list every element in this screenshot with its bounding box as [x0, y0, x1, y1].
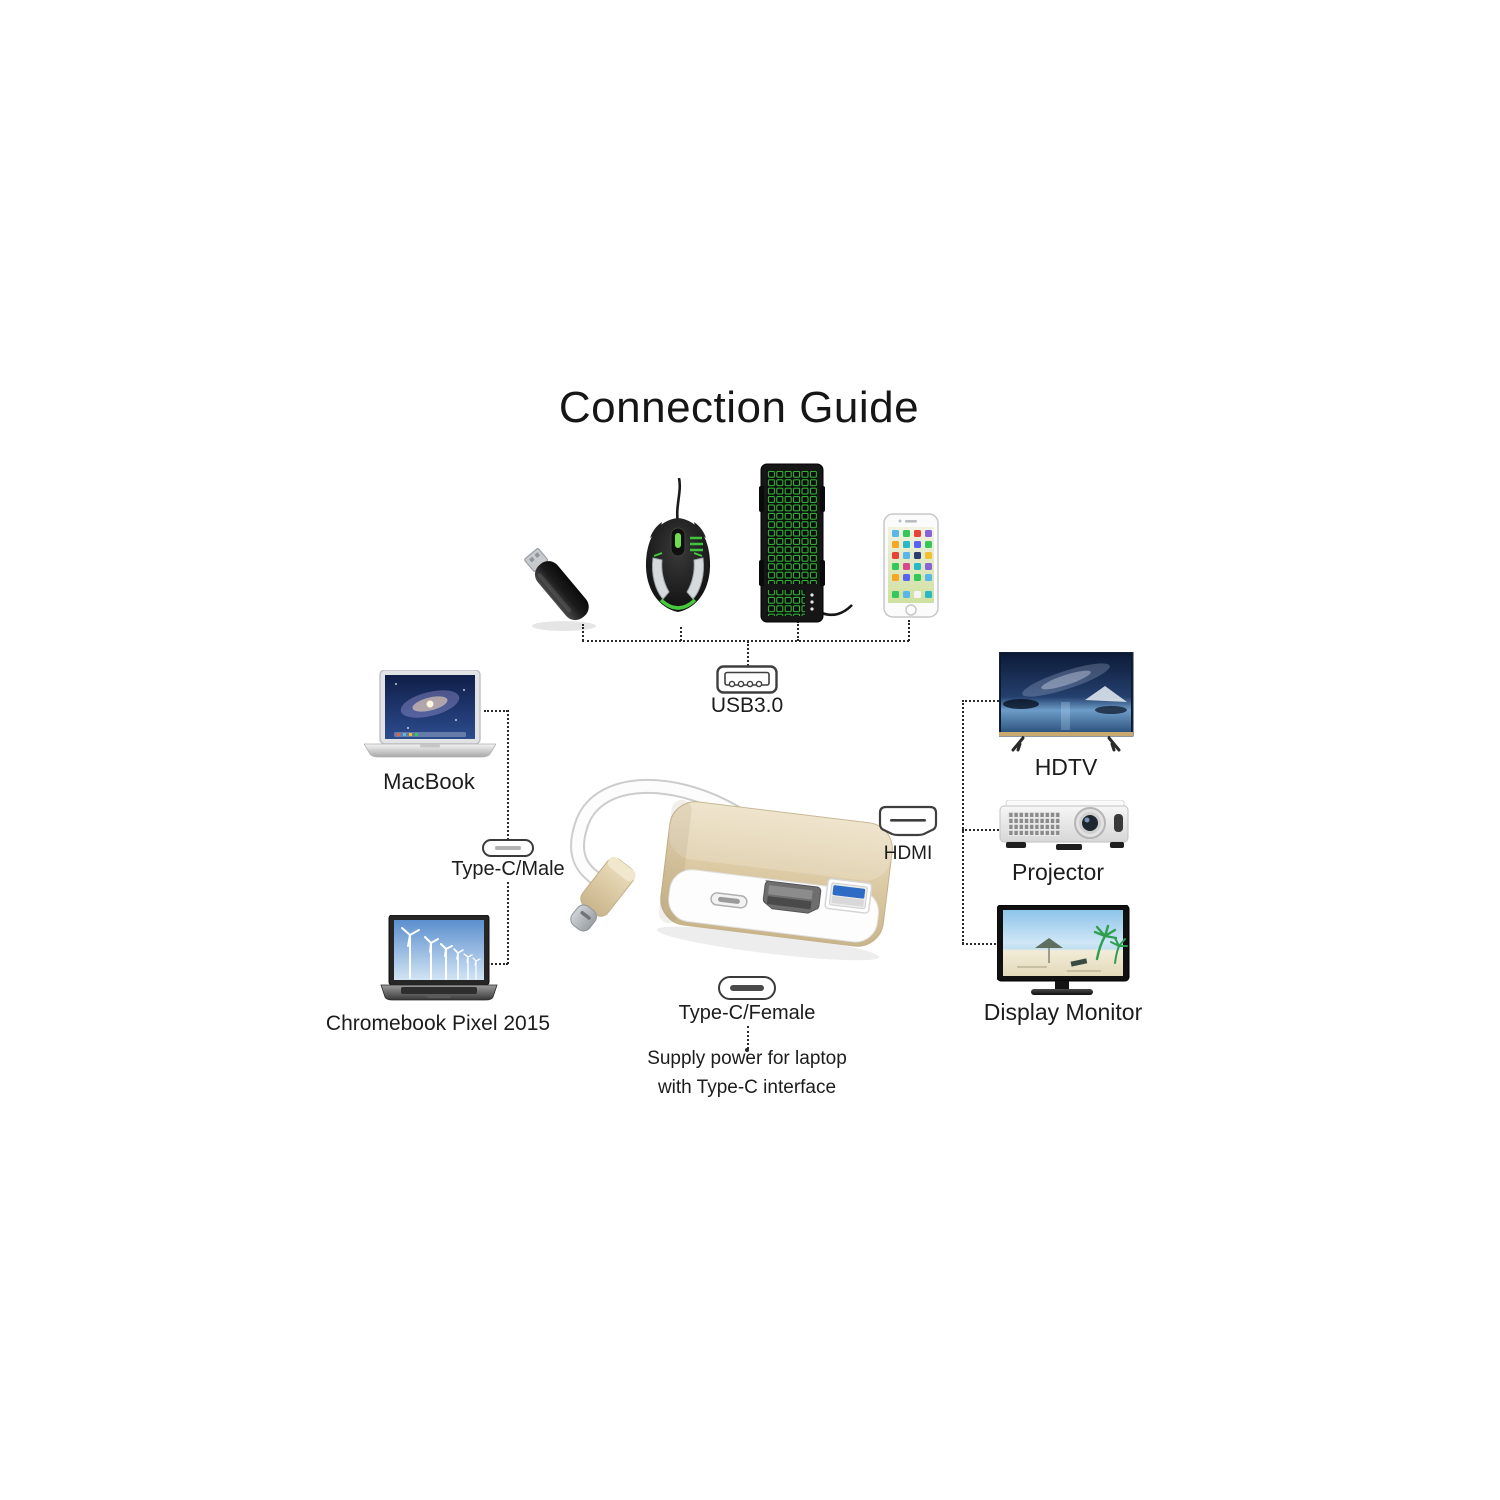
- connector-line: [747, 641, 749, 666]
- display-monitor-label: Display Monitor: [983, 999, 1143, 1025]
- connector-line: [582, 640, 909, 642]
- power-note-line1: Supply power for laptop: [647, 1048, 847, 1069]
- gaming-mouse-icon: [632, 478, 724, 630]
- connector-line: [962, 700, 964, 944]
- connector-line: [962, 700, 1003, 702]
- connector-line: [962, 829, 1007, 831]
- hdtv-label: HDTV: [1034, 754, 1098, 780]
- chromebook-image: [379, 915, 499, 1007]
- typec-female-port-icon: [718, 976, 776, 1000]
- typec-female-label: Type-C/Female: [678, 1002, 816, 1024]
- usb3-label: USB3.0: [710, 694, 784, 717]
- usb-c-hub-adapter-image: [545, 766, 895, 970]
- power-note: Supply power for laptop with Type-C inte…: [647, 1044, 847, 1103]
- hdtv-image: [999, 652, 1135, 756]
- page-title: Connection Guide: [558, 383, 920, 432]
- typec-male-port-icon: [482, 839, 534, 857]
- connector-line: [484, 963, 508, 965]
- display-monitor-image: [997, 905, 1131, 997]
- connector-line: [582, 624, 584, 641]
- connector-line: [908, 620, 910, 641]
- usb-flash-drive-icon: [508, 540, 608, 632]
- connector-line: [484, 710, 508, 712]
- typec-male-label: Type-C/Male: [448, 858, 568, 881]
- usb3-port-icon: [716, 665, 778, 695]
- macbook-image: [364, 670, 496, 768]
- connector-line: [747, 1026, 749, 1049]
- macbook-label: MacBook: [383, 769, 475, 794]
- connector-line: [507, 877, 509, 964]
- connector-line: [680, 627, 682, 641]
- usb-c-male-connector: [570, 856, 636, 932]
- connector-line-dot: [745, 1048, 749, 1052]
- iphone-icon: [883, 513, 939, 619]
- projector-image: [998, 800, 1138, 858]
- chromebook-label: Chromebook Pixel 2015: [325, 1012, 551, 1035]
- hdmi-label: HDMI: [883, 843, 933, 864]
- hdmi-port-icon: [877, 805, 939, 841]
- connector-line: [962, 943, 1000, 945]
- connector-line: [797, 621, 799, 641]
- backlit-keyboard-icon: [759, 462, 855, 626]
- projector-label: Projector: [1011, 859, 1105, 885]
- power-note-line2: with Type-C interface: [657, 1077, 837, 1099]
- connector-line: [507, 710, 509, 840]
